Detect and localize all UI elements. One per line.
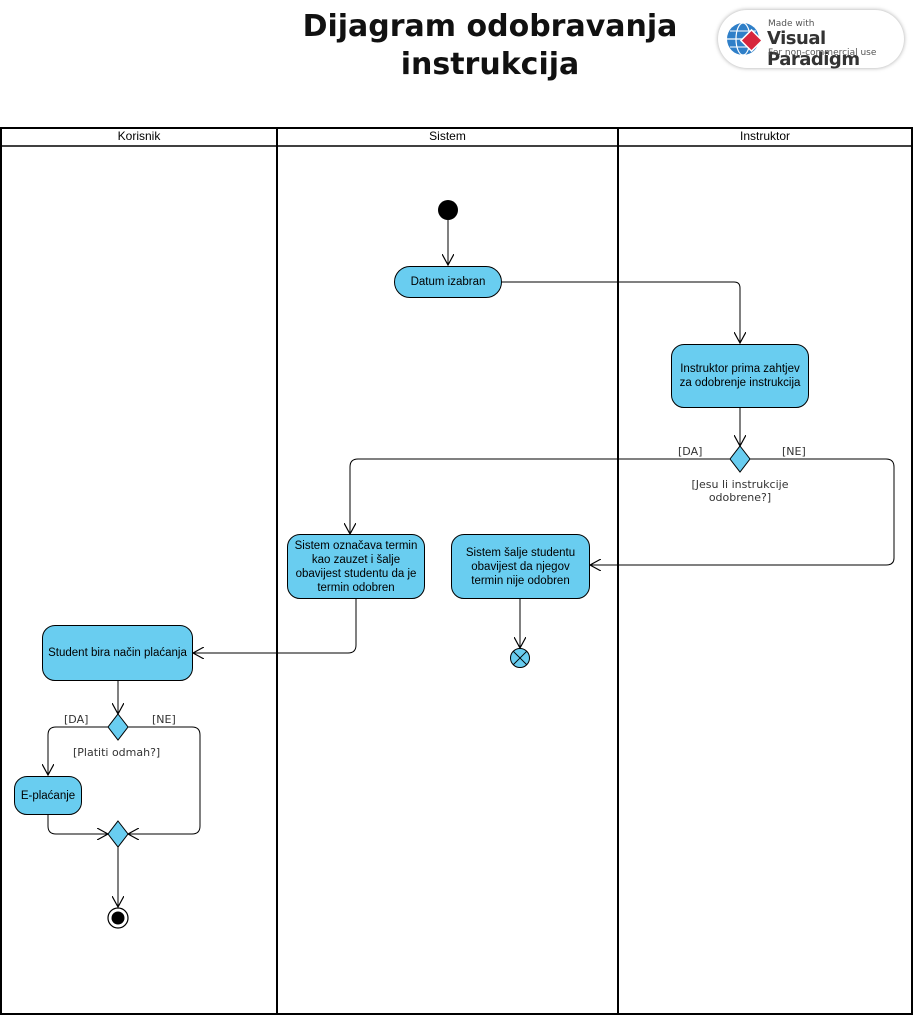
merge-payment <box>107 820 129 848</box>
action-sistem-oznacava: Sistem označava termin kao zauzet i šalj… <box>287 534 425 599</box>
decision-payment-question: [Platiti odmah?] <box>73 746 161 759</box>
question-line-1: [Jesu li instrukcije <box>691 478 789 491</box>
decision-approval-question: [Jesu li instrukcije odobrene?] <box>670 478 810 504</box>
edge-datum-to-instruktor <box>502 281 740 343</box>
guard-payment-no: [NE] <box>152 713 176 726</box>
diagram-title: Dijagram odobravanja instrukcija <box>290 8 690 84</box>
edge-oznacava-to-student <box>193 599 357 653</box>
title-line-2: instrukcija <box>400 47 580 82</box>
lane-sistem: Sistem <box>429 129 466 143</box>
visual-paradigm-badge: Made with Visual Paradigm For non-commer… <box>718 10 904 70</box>
visual-paradigm-logo-icon <box>727 22 764 56</box>
edge-eplacanje-to-merge <box>47 815 108 834</box>
swimlanes <box>0 127 913 1015</box>
badge-made-with: Made with <box>768 19 815 29</box>
badge-brand: Visual Paradigm <box>767 28 860 70</box>
initial-node <box>438 200 458 220</box>
flow-final-node <box>510 648 530 668</box>
action-student-bira: Student bira način plaćanja <box>42 625 193 681</box>
edges <box>47 220 895 907</box>
guard-approval-yes: [DA] <box>678 445 703 458</box>
action-sistem-salje: Sistem šalje studentu obavijest da njego… <box>451 534 590 599</box>
edge-payment-yes <box>48 726 108 775</box>
guard-approval-no: [NE] <box>782 445 806 458</box>
lane-instruktor: Instruktor <box>739 129 790 143</box>
action-instruktor-prima: Instruktor prima zahtjev za odobrenje in… <box>671 344 809 408</box>
edge-decision-no <box>590 458 895 565</box>
activity-final-node <box>107 907 129 929</box>
edge-decision-yes <box>350 458 730 534</box>
edge-payment-no <box>128 726 201 834</box>
decision-approval <box>729 445 751 473</box>
decision-payment <box>107 713 129 741</box>
title-line-1: Dijagram odobravanja <box>302 9 678 44</box>
question-line-2: odobrene?] <box>708 491 772 504</box>
guard-payment-yes: [DA] <box>64 713 89 726</box>
action-e-placanje: E-plaćanje <box>14 776 82 815</box>
lane-korisnik: Korisnik <box>117 129 161 143</box>
action-datum-izabran: Datum izabran <box>394 266 502 298</box>
badge-note: For non-commercial use <box>768 48 877 58</box>
